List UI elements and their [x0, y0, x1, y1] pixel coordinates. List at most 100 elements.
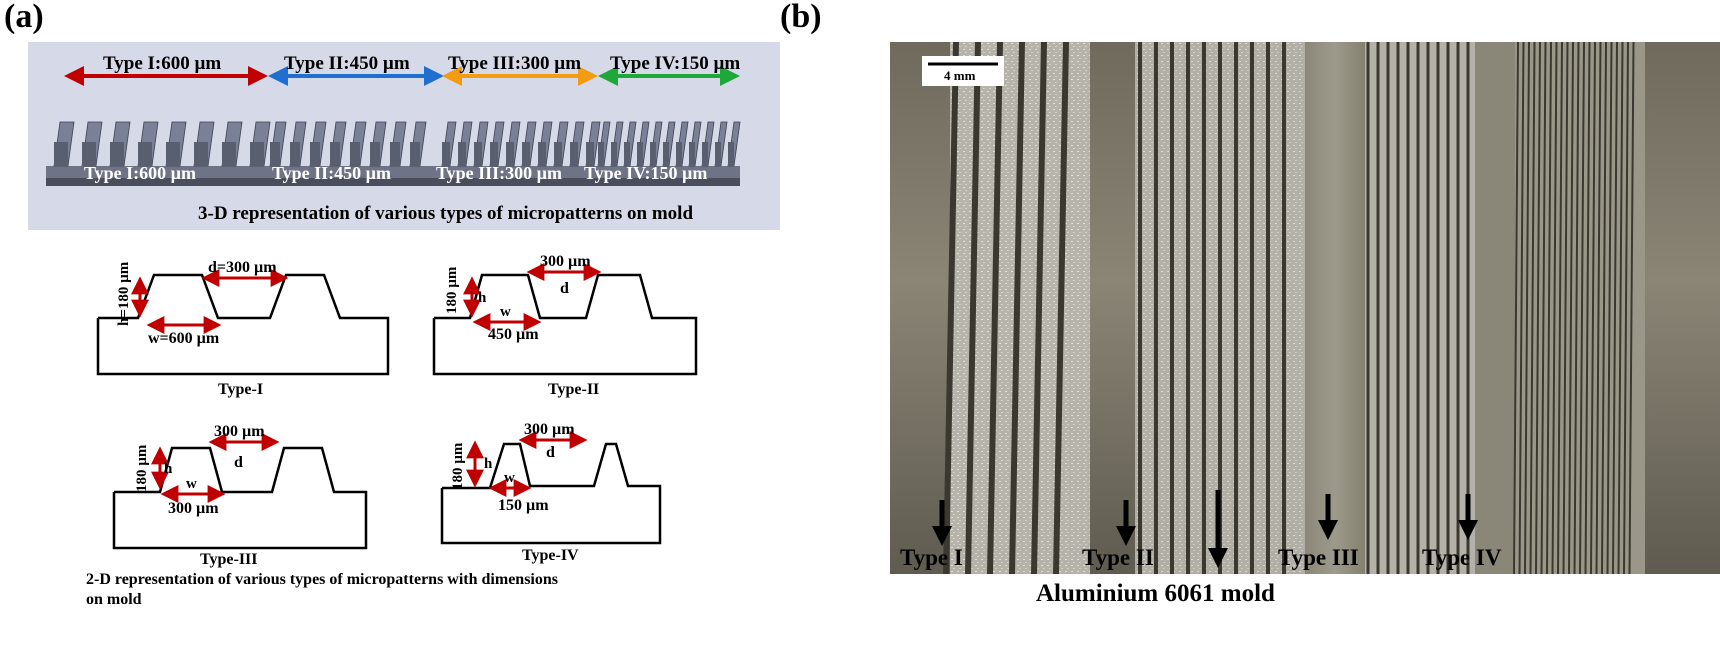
mold-rib-face-3-1 [458, 142, 466, 166]
photo-grooves [943, 42, 1635, 574]
mold-rib-face-2-1 [290, 142, 300, 166]
type1-w-label: w=600 µm [148, 330, 220, 347]
mold-rib-face-1-1 [82, 142, 96, 166]
mold-base-face [46, 166, 740, 178]
groove-4-1 [1518, 42, 1525, 574]
mold-rib-face-2-3 [330, 142, 340, 166]
mold-rib-face-3-0 [442, 142, 450, 166]
groove-4-13 [1584, 42, 1591, 574]
type4-h-sym: h [484, 456, 493, 472]
mold-rib-face-3-2 [474, 142, 482, 166]
mold-rib-face-4-5 [663, 142, 669, 166]
type2-d-val: 300 µm [540, 253, 591, 270]
groove-4-18 [1612, 42, 1618, 574]
mold-3d-panel: Type I:600 µm Type II:450 µm Type III:30… [28, 42, 780, 230]
mold-rib-face-3-7 [554, 142, 562, 166]
mold-rib-face-3-9 [586, 142, 594, 166]
groove-1-3 [1009, 42, 1025, 574]
type1-name: Type-I [218, 381, 263, 398]
type2-h-sym: h [478, 290, 487, 306]
mold-rib-face-1-4 [166, 142, 180, 166]
mold-rib-face-2-0 [270, 142, 280, 166]
type4-top-label: Type IV:150 µm [610, 53, 740, 74]
groove-1-0 [943, 42, 959, 574]
mold-ribs [53, 121, 741, 167]
panel-b-label: (b) [780, 0, 822, 35]
mold-rib-face-3-4 [506, 142, 514, 166]
groove-4-17 [1606, 42, 1613, 574]
type2-h-val: 180 µm [444, 266, 460, 314]
panel-a-label: (a) [4, 0, 44, 35]
caption-2d-line2: on mold [86, 591, 142, 608]
photo-pointer-arrows [932, 490, 1478, 568]
groove-4-14 [1590, 42, 1596, 574]
groove-4-0 [1513, 42, 1519, 574]
profile-type2: 180 µm h 300 µm d w 450 µm Type-II [432, 253, 698, 398]
type4-d-sym: d [546, 444, 555, 461]
groove-1-5 [1053, 42, 1069, 574]
photo-label-type3: Type III [1278, 545, 1359, 570]
mold-rib-face-1-0 [54, 142, 68, 166]
profiles-2d: h=180 µm d=300 µm w=600 µm Type-I 180 µm… [86, 253, 698, 608]
type2-d-sym: d [560, 280, 569, 297]
type3-d-val: 300 µm [214, 423, 265, 440]
mold-rib-face-2-5 [370, 142, 380, 166]
type3-h-val: 180 µm [134, 444, 150, 492]
mold-rib-face-3-8 [570, 142, 578, 166]
type4-w-sym: w [504, 470, 515, 486]
scale-bar-box [922, 56, 1004, 86]
photo-label-type2: Type II [1082, 545, 1154, 570]
type4-w-val: 150 µm [498, 497, 549, 514]
groove-4-2 [1524, 42, 1530, 574]
groove-1-2 [987, 42, 1003, 574]
groove-4-10 [1568, 42, 1574, 574]
mold-rib-face-3-6 [538, 142, 546, 166]
type3-top-label: Type III:300 µm [448, 53, 581, 74]
mold-rib-face-4-1 [611, 142, 617, 166]
type4-name: Type-IV [522, 547, 579, 564]
groove-4-8 [1557, 42, 1563, 574]
type2-w-sym: w [500, 304, 511, 320]
mold-rib-face-2-2 [310, 142, 320, 166]
mold-rib-face-4-9 [715, 142, 721, 166]
mold-rib-face-2-6 [390, 142, 400, 166]
type2-w-val: 450 µm [488, 326, 539, 343]
groove-4-9 [1562, 42, 1569, 574]
mold-rib-face-2-4 [350, 142, 360, 166]
groove-4-3 [1529, 42, 1536, 574]
photo-label-type1: Type I [900, 545, 963, 570]
profile-type1: h=180 µm d=300 µm w=600 µm Type-I [96, 259, 390, 398]
groove-1-4 [1031, 42, 1047, 574]
mold-rib-face-4-10 [728, 142, 734, 166]
type4-d-val: 300 µm [524, 421, 575, 438]
profile-type3: 180 µm h 300 µm d w 300 µm Type-III [112, 423, 368, 568]
groove-4-5 [1540, 42, 1547, 574]
type3-bottom-label: Type III:300 µm [436, 163, 562, 183]
groove-4-15 [1595, 42, 1602, 574]
mold-material-label: Aluminium 6061 mold [1036, 580, 1275, 607]
type4-bottom-label: Type IV:150 µm [584, 163, 707, 183]
mold-photograph: 4 mm [890, 42, 1720, 574]
mold-rib-face-4-8 [702, 142, 708, 166]
mold-rib-face-1-5 [194, 142, 208, 166]
section-gap-bg [1305, 42, 1365, 574]
groove-4-4 [1535, 42, 1541, 574]
mold-rib-face-1-2 [110, 142, 124, 166]
photo-label-type4: Type IV [1422, 545, 1502, 570]
mold-rib-face-4-2 [624, 142, 630, 166]
groove-4-7 [1551, 42, 1558, 574]
mold-3d-illustration: Type I:600 µm Type II:450 µm Type III:30… [46, 53, 741, 224]
groove-4-11 [1573, 42, 1580, 574]
mold-rib-face-1-3 [138, 142, 152, 166]
mold-rib-face-4-0 [598, 142, 604, 166]
type2-bottom-label: Type II:450 µm [272, 163, 391, 183]
caption-3d: 3-D representation of various types of m… [198, 203, 693, 224]
mold-photo-svg: 4 mm [890, 42, 1720, 574]
caption-2d-line1: 2-D representation of various types of m… [86, 571, 558, 588]
type2-top-label: Type II:450 µm [284, 53, 410, 74]
mold-rib-face-3-5 [522, 142, 530, 166]
scale-bar-label: 4 mm [944, 68, 976, 83]
groove-4-20 [1623, 42, 1629, 574]
type1-bottom-label: Type I:600 µm [84, 163, 196, 183]
type3-w-val: 300 µm [168, 500, 219, 517]
